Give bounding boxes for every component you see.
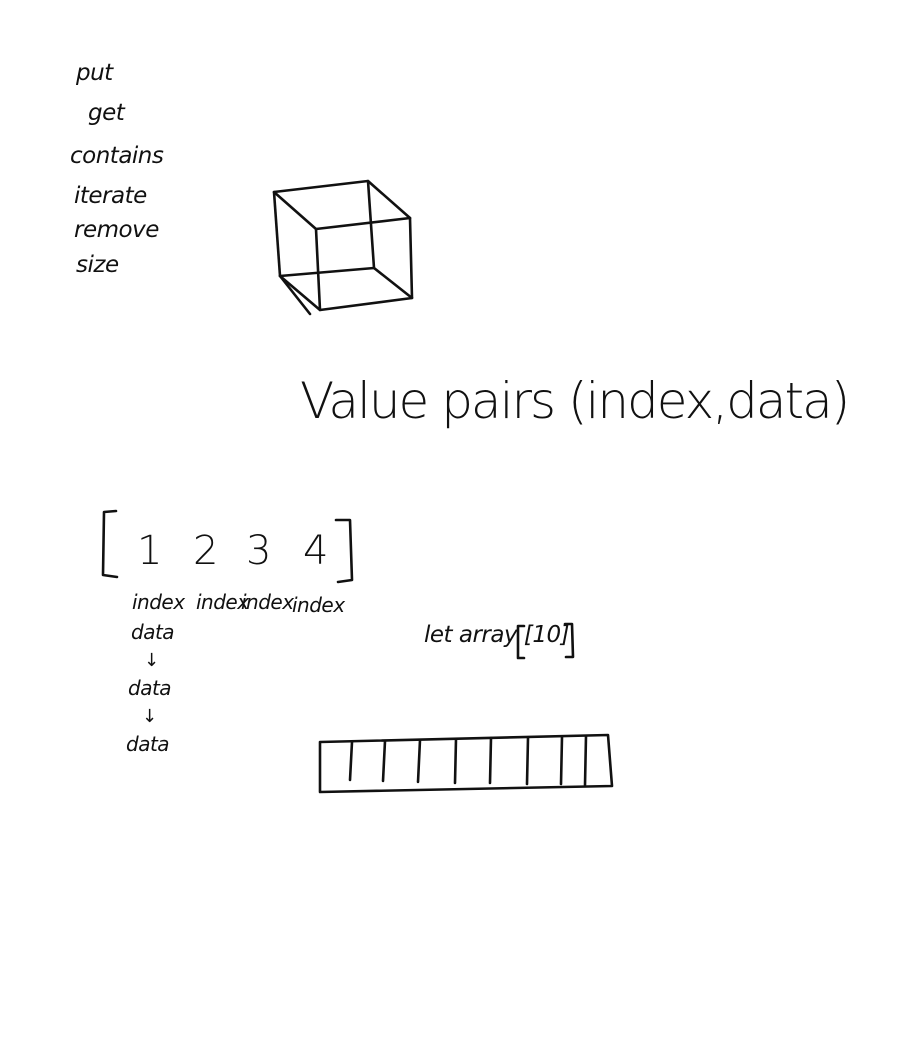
- array-number-2: 2: [193, 528, 218, 574]
- chain-data-2: data: [128, 676, 172, 700]
- chain-data-3: data: [126, 732, 170, 756]
- index-label-3: index: [241, 590, 294, 614]
- array-declaration: let array [10]: [424, 622, 570, 648]
- array-number-4: 4: [303, 528, 328, 574]
- operation-remove: remove: [74, 217, 159, 243]
- operation-put: put: [76, 60, 113, 86]
- array-cells-drawing: [318, 733, 614, 794]
- operation-contains: contains: [70, 143, 164, 169]
- declaration-brackets: [516, 622, 575, 660]
- array-brackets: [101, 509, 354, 584]
- index-label-2: index: [196, 590, 249, 614]
- chain-arrow-2-icon: ↓: [142, 706, 157, 727]
- operation-iterate: iterate: [74, 183, 147, 209]
- index-label-4: index: [292, 593, 345, 617]
- array-number-3: 3: [246, 528, 271, 574]
- index-label-1: index: [132, 590, 185, 614]
- page-title: Value pairs (index,data): [300, 372, 850, 430]
- chain-arrow-1-icon: ↓: [144, 650, 159, 671]
- cube-drawing: [272, 179, 414, 316]
- operation-get: get: [88, 100, 125, 126]
- operation-size: size: [76, 252, 119, 278]
- chain-data-1: data: [131, 620, 175, 644]
- array-number-1: 1: [137, 528, 162, 574]
